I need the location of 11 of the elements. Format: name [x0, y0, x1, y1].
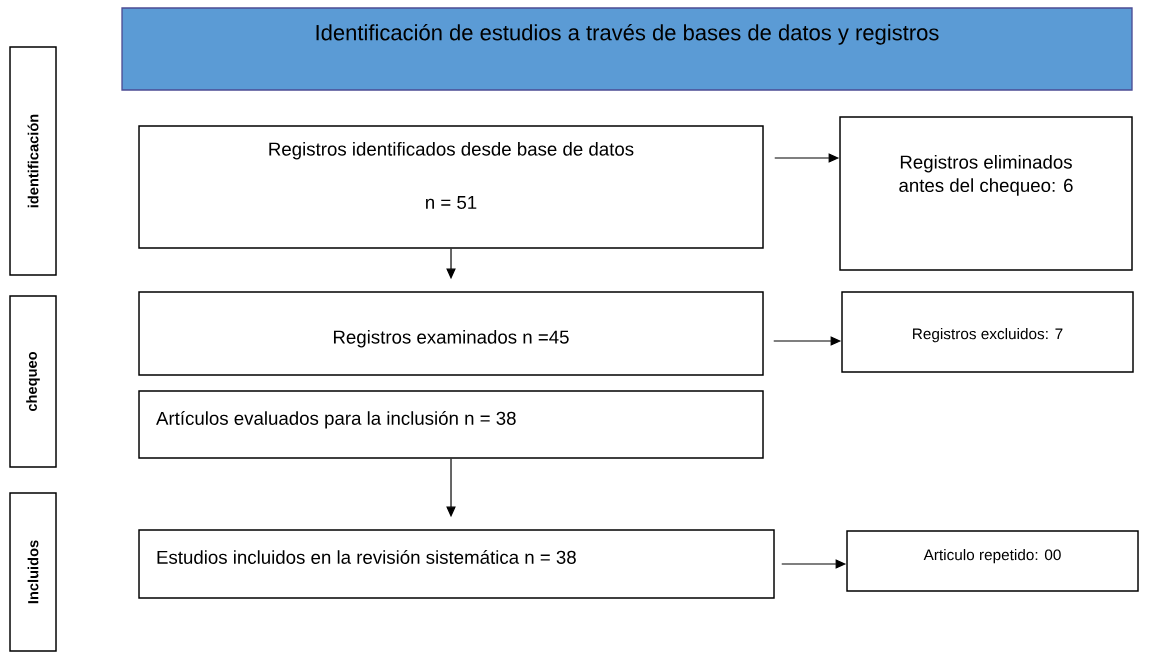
header-band: Identificación de estudios a través de bases de datos y registros [121, 7, 1133, 91]
process-box: Registros identificados desde base de datos n = 51 [138, 125, 764, 249]
stage-label: identificación [9, 46, 57, 276]
stage-label: chequeo [9, 295, 57, 468]
process-box: Registros excluidos: 7 [841, 291, 1134, 373]
process-box: Registros examinados n =45 [138, 291, 764, 376]
stage-label: Incluidos [9, 492, 57, 652]
process-box: Registros eliminados antes del chequeo: 6 [839, 116, 1133, 271]
process-box: Artículos evaluados para la inclusión n = 38 [138, 390, 764, 459]
process-box: Articulo repetido: 00 [846, 530, 1139, 592]
process-box: Estudios incluidos en la revisión sistemática n = 38 [138, 529, 775, 599]
